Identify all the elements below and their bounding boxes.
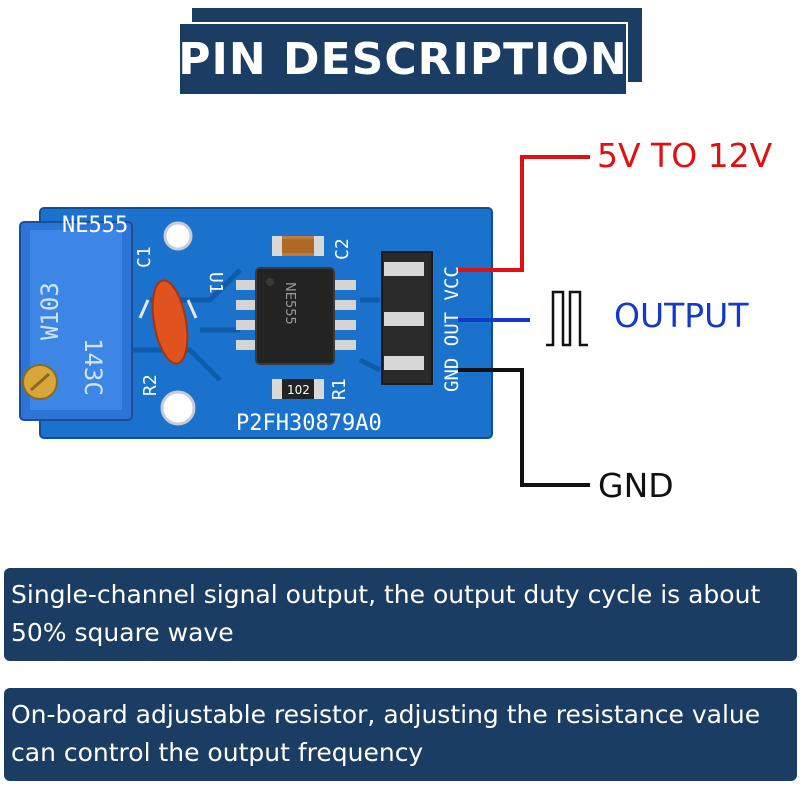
title-banner: PIN DESCRIPTION — [178, 8, 642, 96]
smd-capacitor — [272, 236, 324, 256]
smd-resistor — [272, 379, 324, 399]
silk-r1: R1 — [329, 378, 350, 400]
vcc-callout-label: 5V TO 12V — [597, 136, 773, 175]
mounting-hole-bottom — [160, 390, 196, 426]
header-pin-labels: GND OUT VCC — [441, 266, 463, 392]
ceramic-capacitor — [138, 279, 198, 365]
description-line: 50% square wave — [11, 618, 234, 647]
title-box: PIN DESCRIPTION — [178, 22, 628, 96]
ic-marking: NE555 — [282, 282, 297, 325]
pot-marking-w103: W103 — [36, 282, 64, 340]
description-box-adjustable-resistor: On-board adjustable resistor, adjusting … — [4, 688, 797, 781]
gnd-wire — [458, 368, 590, 487]
pin-header — [381, 251, 433, 385]
description-line: Single-channel signal output, the output… — [11, 580, 761, 609]
gnd-callout-label: GND — [598, 466, 674, 505]
ic-pins — [236, 280, 356, 350]
mounting-hole-top — [163, 221, 193, 251]
silk-c2: C2 — [332, 238, 353, 260]
silk-c1: C1 — [134, 246, 155, 268]
potentiometer — [19, 221, 133, 421]
page-title: PIN DESCRIPTION — [178, 33, 628, 85]
description-line: can control the output frequency — [11, 738, 424, 767]
output-callout-label: OUTPUT — [614, 296, 749, 335]
ic-pin1-dot — [266, 278, 274, 286]
silk-ne555: NE555 — [62, 213, 128, 238]
pot-marking-143c: 143C — [79, 338, 107, 396]
resistor-marking: 102 — [287, 383, 310, 397]
silk-u1: U1 — [205, 272, 226, 294]
vcc-wire — [458, 155, 590, 272]
description-box-duty-cycle: Single-channel signal output, the output… — [4, 568, 797, 661]
square-wave-icon — [546, 290, 588, 347]
silk-r2: R2 — [140, 374, 161, 396]
ic-chip — [255, 267, 335, 365]
description-line: On-board adjustable resistor, adjusting … — [11, 700, 761, 729]
silk-serial: P2FH30879A0 — [236, 411, 382, 436]
wires — [458, 155, 590, 487]
